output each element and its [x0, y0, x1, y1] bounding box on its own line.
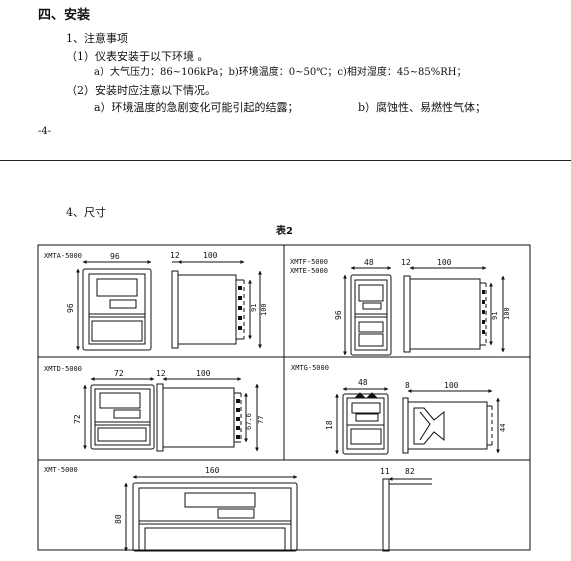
xmta-body-h1: 91 — [250, 304, 258, 312]
xmtf-bezel: 12 — [401, 258, 411, 267]
environment-values: a）大气压力：86~106kPa；b)环境温度：0~50℃；c)相对湿度：45~… — [94, 67, 467, 78]
xmtd-body-h1: 67.6 — [245, 413, 253, 430]
xmt-depth: 82 — [405, 467, 415, 476]
xmtf-body-h2: 100 — [503, 307, 511, 320]
xmtd-width: 72 — [114, 369, 124, 378]
page-divider — [0, 160, 571, 161]
xmtd-drawing: XMTD-5000 72 72 12 — [44, 365, 265, 452]
xmtg-bezel: 8 — [405, 381, 410, 390]
sub-environment: （1）仪表安装于以下环境 。 — [66, 50, 209, 63]
xmtd-bezel: 12 — [156, 369, 166, 378]
sub-conditions: （2）安装时应注意以下情况。 — [66, 84, 216, 97]
item-precautions: 1、注意事项 — [66, 32, 128, 45]
xmta-bezel: 12 — [170, 251, 180, 260]
xmt-drawing: XMT-5000 160 80 11 82 — [44, 466, 432, 552]
xmta-depth: 100 — [203, 251, 218, 260]
xmt-model-label: XMT-5000 — [44, 466, 78, 474]
xmta-width: 96 — [110, 252, 120, 261]
section-heading: 四、安装 — [38, 8, 91, 23]
xmtf-height: 96 — [334, 310, 343, 320]
xmtf-body-h1: 91 — [491, 312, 499, 320]
xmtg-model-label: XMTG-5000 — [291, 364, 329, 372]
xmt-width: 160 — [205, 466, 220, 475]
xmte-model-label: XMTE-5000 — [290, 267, 328, 275]
xmtg-width: 48 — [358, 378, 368, 387]
xmt-bezel: 11 — [380, 467, 390, 476]
table-title: 表2 — [276, 226, 293, 237]
xmtf-width: 48 — [364, 258, 374, 267]
xmtf-drawing: XMTF-5000 XMTE-5000 — [290, 258, 511, 356]
xmtd-depth: 100 — [196, 369, 211, 378]
xmta-height: 96 — [66, 303, 75, 313]
xmt-height: 80 — [114, 514, 123, 524]
xmtf-model-label: XMTF-5000 — [290, 258, 328, 266]
page-number: -4- — [38, 126, 52, 137]
condition-a: a）环境温度的急剧变化可能引起的结露； — [94, 101, 299, 114]
condition-b: b）腐蚀性、易燃性气体； — [358, 101, 487, 114]
table-grid — [37, 244, 531, 551]
xmta-body-h2: 100 — [260, 303, 268, 316]
xmtg-height: 18 — [325, 420, 334, 430]
xmta-model-label: XMTA-5000 — [44, 252, 82, 260]
xmtg-depth: 100 — [444, 381, 459, 390]
xmtd-height: 72 — [73, 414, 82, 424]
xmtd-body-h2: 77 — [257, 416, 265, 424]
xmtg-body-h: 44 — [499, 424, 507, 432]
xmtg-drawing: XMTG-5000 48 18 8 100 44 — [291, 364, 507, 455]
xmta-drawing: XMTA-5000 96 96 — [44, 251, 268, 351]
xmtd-model-label: XMTD-5000 — [44, 365, 82, 373]
dimensions-heading: 4、尺寸 — [66, 206, 106, 219]
xmtf-depth: 100 — [437, 258, 452, 267]
